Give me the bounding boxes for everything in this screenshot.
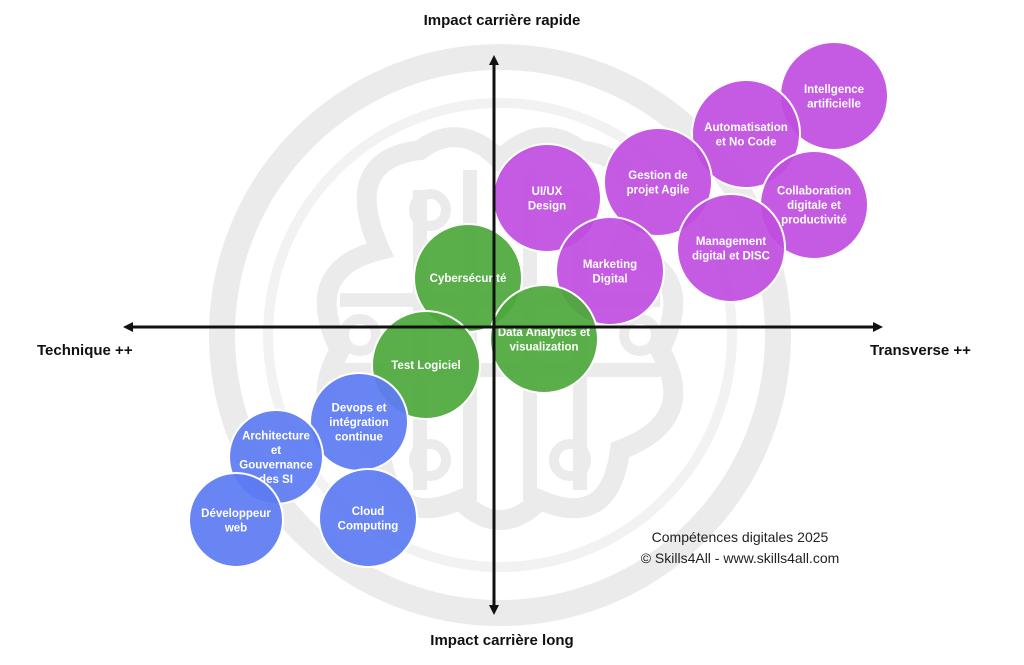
- bubble-collaboration-digitale: Collaboration digitale et productivité: [759, 150, 869, 260]
- bubble-label: Cybersécurité: [430, 273, 507, 285]
- bubble-label: Devops et: [332, 403, 387, 415]
- credit-title: Compétences digitales 2025: [651, 529, 829, 545]
- bubble-label: Data Analytics et: [498, 327, 590, 339]
- bubble-label: Architecture: [242, 430, 310, 442]
- bubble-circle: [489, 284, 599, 394]
- bubble-label: Collaboration: [777, 186, 851, 198]
- bubble-label: Computing: [338, 520, 399, 532]
- bubble-management-digital-disc: Management digital et DISC: [676, 193, 786, 303]
- bubble-ui-ux-design: UI/UX Design: [492, 143, 602, 253]
- bubble-label: intégration: [329, 417, 388, 429]
- bubble-circle: [691, 79, 801, 189]
- bubble-circle: [603, 127, 713, 237]
- bubble-label: digitale et: [787, 200, 841, 212]
- axis-label-left: Technique ++: [37, 342, 133, 359]
- bubble-label: Management: [696, 236, 766, 248]
- bubble-gestion-projet-agile: Gestion de projet Agile: [603, 127, 713, 237]
- bubble-label: productivité: [781, 215, 847, 227]
- bubble-label: artificielle: [807, 98, 861, 110]
- bubble-label: Automatisation: [704, 122, 788, 134]
- credit-copyright: © Skills4All - www.skills4all.com: [640, 550, 840, 566]
- bubble-label: Marketing: [583, 259, 637, 271]
- bubble-label: continue: [335, 432, 383, 444]
- axis-label-top: Impact carrière rapide: [423, 12, 581, 29]
- bubble-label: et No Code: [716, 136, 777, 148]
- bubble-label: Design: [528, 200, 566, 212]
- bubble-circle: [318, 468, 418, 568]
- axis-label-bottom: Impact carrière long: [430, 632, 574, 649]
- bubble-label: Développeur: [201, 508, 271, 520]
- bubble-label: UI/UX: [532, 186, 563, 198]
- bubble-label: Gestion de: [628, 170, 687, 182]
- bubble-circle: [676, 193, 786, 303]
- bubble-label: Cloud: [352, 506, 385, 518]
- bubble-data-analytics: Data Analytics et visualization: [489, 284, 599, 394]
- bubble-label: web: [224, 522, 247, 534]
- bubble-label: Test Logiciel: [391, 360, 460, 372]
- bubble-label: projet Agile: [627, 184, 690, 196]
- bubble-label: Digital: [592, 273, 627, 285]
- bubble-devops: Devops et intégration continue: [309, 372, 409, 472]
- bubble-label: digital et DISC: [692, 250, 770, 262]
- bubble-label: visualization: [509, 341, 578, 353]
- bubble-label: des SI: [259, 474, 293, 486]
- bubble-label: Intellgence: [804, 84, 864, 96]
- axis-label-right: Transverse ++: [870, 342, 971, 359]
- bubble-intelligence-artificielle: Intellgence artificielle: [779, 41, 889, 151]
- bubble-label: et: [271, 445, 281, 457]
- bubble-circle: [188, 472, 284, 568]
- bubble-automatisation-no-code: Automatisation et No Code: [691, 79, 801, 189]
- bubble-label: Gouvernance: [239, 459, 313, 471]
- bubble-developpeur-web: Développeur web: [188, 472, 284, 568]
